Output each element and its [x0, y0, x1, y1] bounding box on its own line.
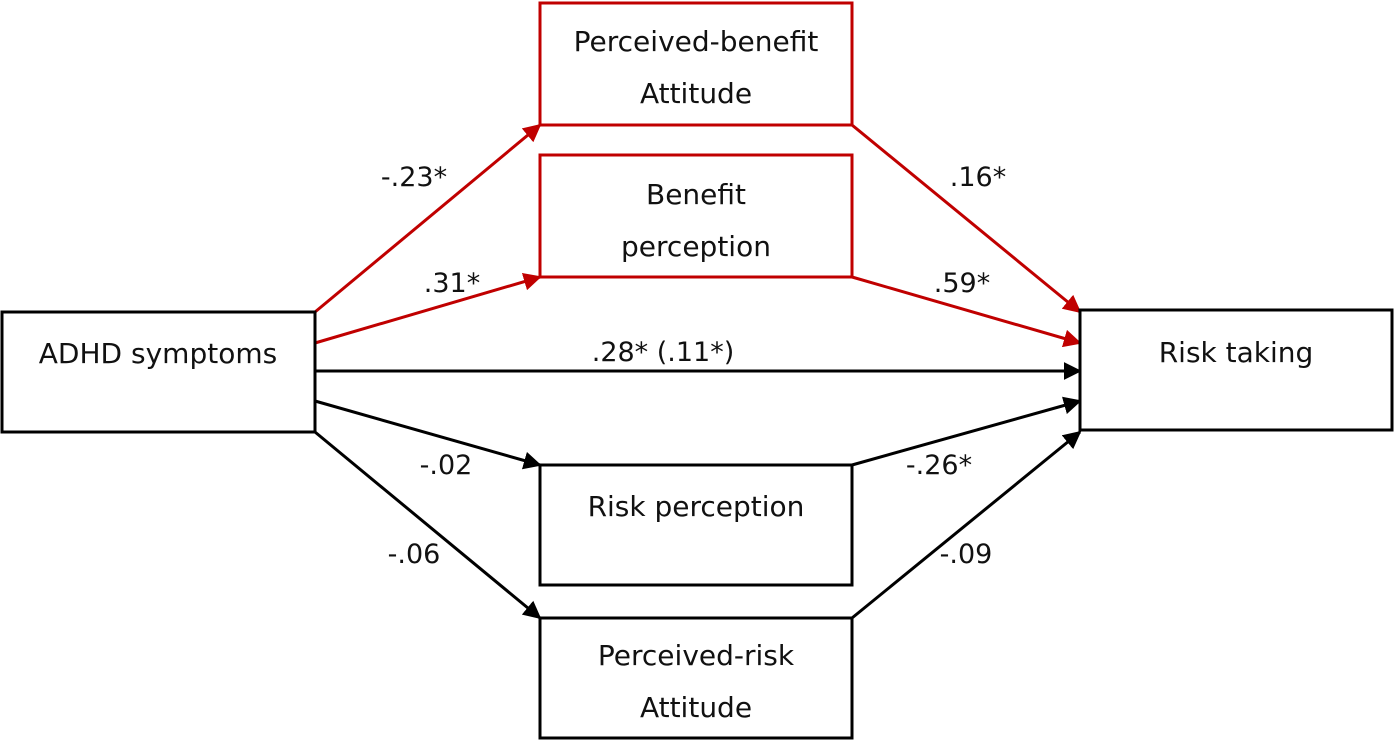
- node-label: Risk taking: [1159, 336, 1314, 369]
- edge-adhd-to-risk-perception: [314, 399, 542, 470]
- node-label-line-2: Attitude: [640, 77, 752, 110]
- node-risk-perception: Risk perception: [538, 463, 854, 587]
- edge-adhd-to-benefit-perception: [314, 272, 542, 345]
- coef-perceived-risk-attitude-to-risk-taking: -.09: [940, 539, 993, 570]
- node-perceived-benefit-attitude: Perceived-benefit Attitude: [538, 1, 854, 127]
- edge-adhd-to-perceived-benefit-attitude: [314, 123, 542, 314]
- node-label: Risk perception: [588, 490, 805, 523]
- coef-perceived-benefit-attitude-to-risk-taking: .16*: [950, 162, 1006, 193]
- node-benefit-perception: Benefit perception: [538, 153, 854, 279]
- node-label-line-2: Attitude: [640, 691, 752, 724]
- node-label-line-2: perception: [621, 230, 771, 263]
- node-box: [538, 463, 854, 587]
- coef-adhd-to-risk-taking: .28* (.11*): [592, 337, 735, 368]
- node-box: [538, 1, 854, 127]
- node-label: ADHD symptoms: [39, 337, 277, 370]
- node-box: [538, 616, 854, 740]
- node-box: [538, 153, 854, 279]
- coef-benefit-perception-to-risk-taking: .59*: [934, 268, 990, 299]
- coef-adhd-to-risk-perception: -.02: [420, 450, 473, 481]
- edge-risk-perception-to-risk-taking: [851, 396, 1082, 467]
- edge-benefit-perception-to-risk-taking: [851, 275, 1082, 348]
- edges: [314, 123, 1082, 620]
- node-adhd-symptoms: ADHD symptoms: [0, 310, 317, 434]
- node-perceived-risk-attitude: Perceived-risk Attitude: [538, 616, 854, 740]
- node-box: [0, 310, 317, 434]
- coef-risk-perception-to-risk-taking: -.26*: [906, 450, 972, 481]
- node-risk-taking: Risk taking: [1078, 308, 1394, 432]
- coef-adhd-to-perceived-risk-attitude: -.06: [388, 539, 441, 570]
- edge-perceived-risk-attitude-to-risk-taking: [851, 430, 1082, 620]
- node-label-line-1: Perceived-benefit: [574, 25, 819, 58]
- edge-perceived-benefit-attitude-to-risk-taking: [851, 123, 1082, 314]
- node-label-line-1: Perceived-risk: [598, 639, 795, 672]
- node-box: [1078, 308, 1394, 432]
- coef-adhd-to-benefit-perception: .31*: [424, 268, 480, 299]
- edge-labels: -.23* .16* .31* .59* .28* (.11*) -.02 -.…: [381, 162, 1006, 570]
- coef-adhd-to-perceived-benefit-attitude: -.23*: [381, 162, 447, 193]
- edge-adhd-to-perceived-risk-attitude: [314, 430, 542, 620]
- node-label-line-1: Benefit: [646, 178, 746, 211]
